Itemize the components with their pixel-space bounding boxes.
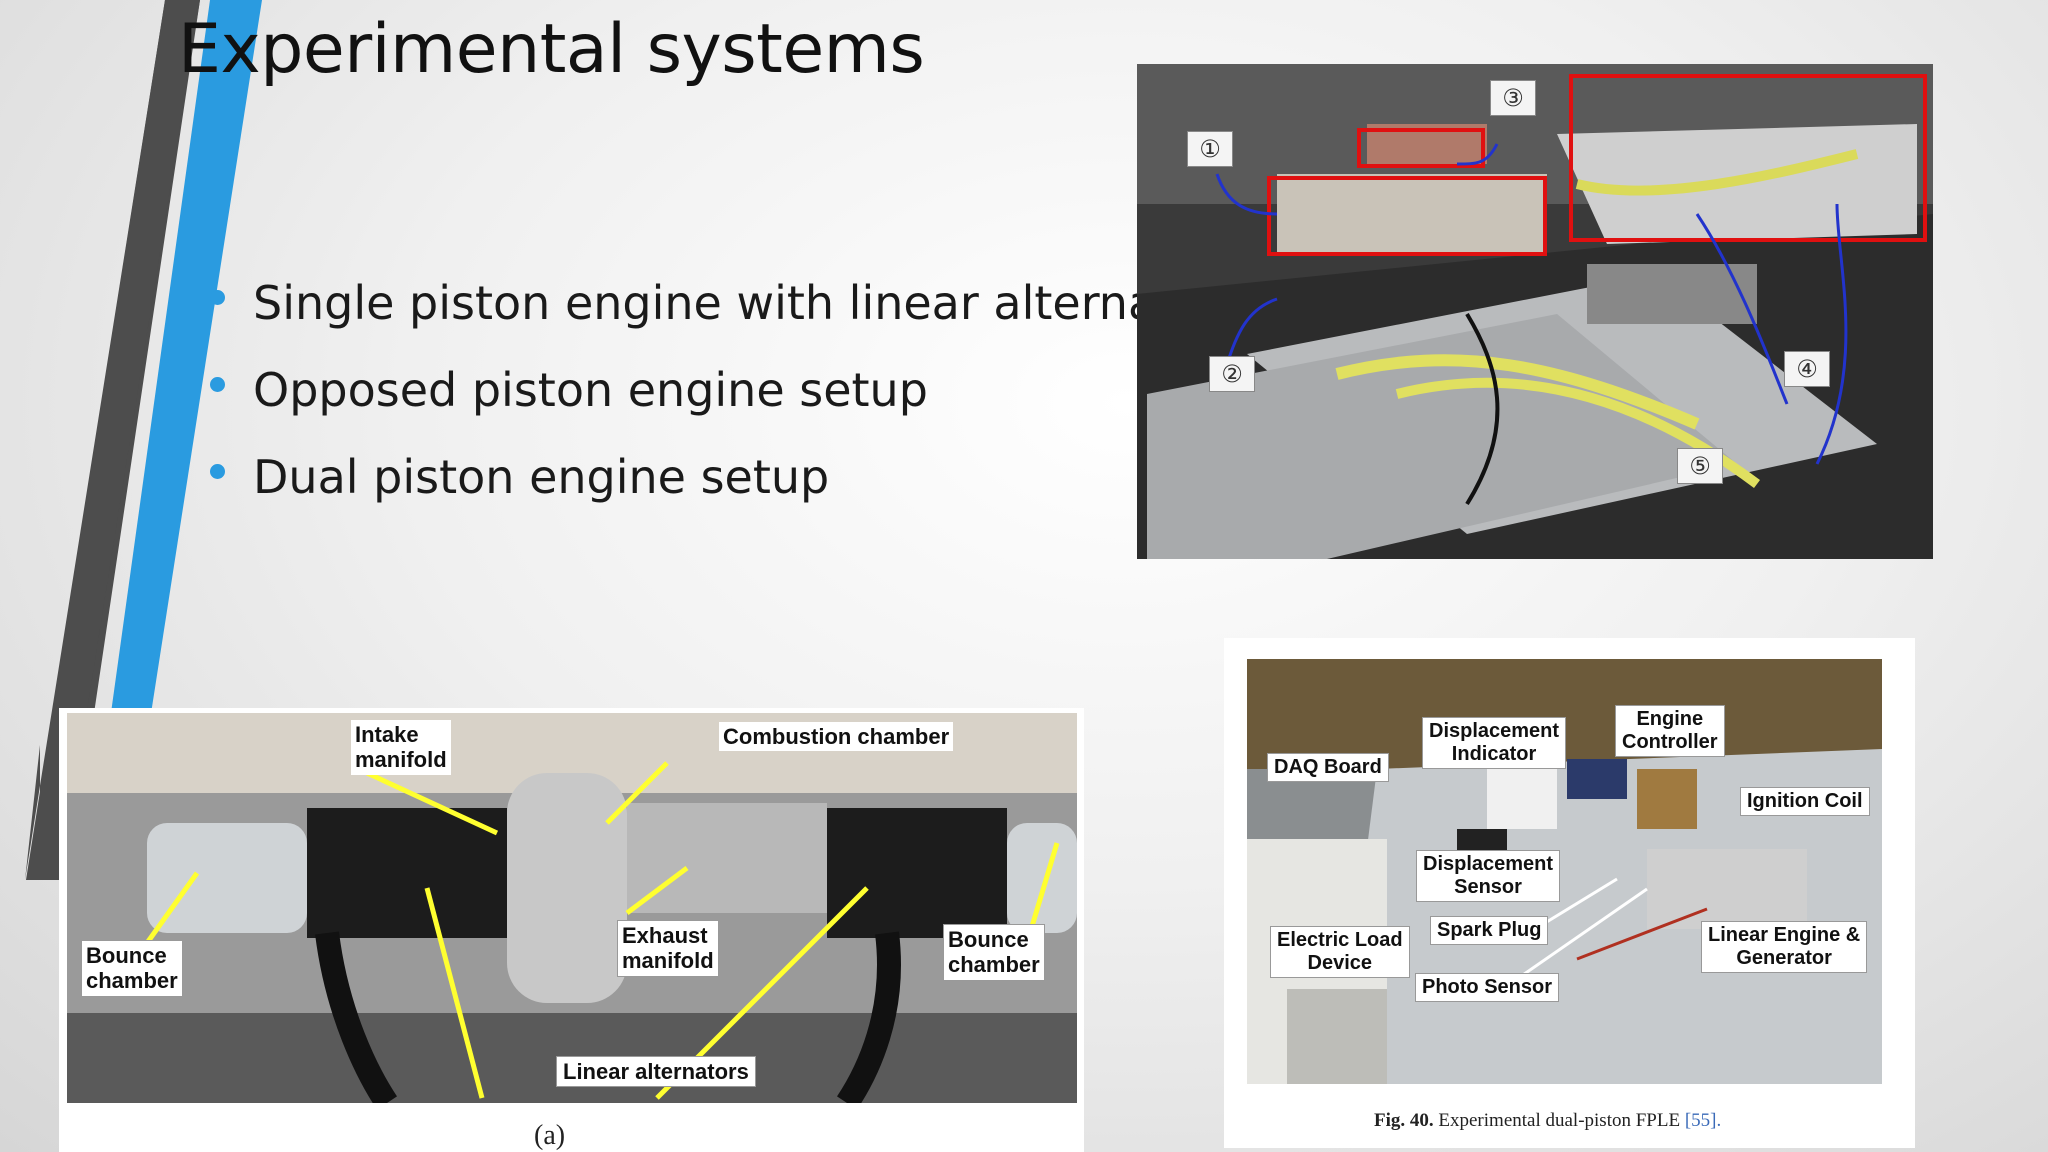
label-photo-sensor: Photo Sensor xyxy=(1415,973,1560,1002)
single-piston-engine-photo: ① ② ③ ④ ⑤ xyxy=(1137,64,1933,559)
bullet-dot-icon xyxy=(210,290,225,305)
marker-5: ⑤ xyxy=(1677,448,1723,484)
label-linear-alternators: Linear alternators xyxy=(556,1056,756,1088)
decorative-stripes xyxy=(25,0,262,880)
caption-prefix: Fig. 40. xyxy=(1374,1110,1434,1131)
label-displacement-indicator: Displacement Indicator xyxy=(1422,717,1567,769)
opposed-piston-photo-illustration xyxy=(67,713,1077,1103)
label-exhaust-manifold: Exhaust manifold xyxy=(617,920,719,977)
marker-1: ① xyxy=(1187,131,1233,167)
bullet-dot-icon xyxy=(210,464,225,479)
engine-photo-illustration xyxy=(1137,64,1933,559)
label-engine-controller: Engine Controller xyxy=(1615,705,1725,757)
bullet-item: Dual piston engine setup xyxy=(200,444,1221,531)
caption-reference-link[interactable]: [55]. xyxy=(1684,1110,1722,1131)
figure-caption-40: Fig. 40. Experimental dual-piston FPLE [… xyxy=(1374,1110,1721,1132)
bullet-item: Single piston engine with linear alterna… xyxy=(200,270,1221,357)
opposed-piston-engine-figure: Intake manifold Combustion chamber Bounc… xyxy=(59,708,1084,1152)
label-bounce-chamber-left: Bounce chamber xyxy=(81,940,183,997)
marker-2: ② xyxy=(1209,356,1255,392)
dual-piston-engine-figure: DAQ Board Displacement Indicator Engine … xyxy=(1224,638,1915,1148)
label-linear-engine-generator: Linear Engine & Generator xyxy=(1701,921,1868,973)
label-bounce-chamber-right: Bounce chamber xyxy=(943,924,1045,981)
label-ignition-coil: Ignition Coil xyxy=(1740,787,1870,816)
bullet-dot-icon xyxy=(210,377,225,392)
label-spark-plug: Spark Plug xyxy=(1430,916,1549,945)
label-daq-board: DAQ Board xyxy=(1267,753,1389,782)
bullet-list: Single piston engine with linear alterna… xyxy=(200,270,1221,531)
label-electric-load-device: Electric Load Device xyxy=(1270,926,1410,978)
figure-caption-a: (a) xyxy=(534,1120,566,1151)
bullet-item: Opposed piston engine setup xyxy=(200,357,1221,444)
marker-4: ④ xyxy=(1784,351,1830,387)
label-combustion-chamber: Combustion chamber xyxy=(719,722,954,752)
caption-text: Experimental dual-piston FPLE xyxy=(1438,1110,1681,1131)
label-intake-manifold: Intake manifold xyxy=(351,720,451,775)
slide-title: Experimental systems xyxy=(178,10,925,89)
label-displacement-sensor: Displacement Sensor xyxy=(1416,850,1561,902)
marker-3: ③ xyxy=(1490,80,1536,116)
